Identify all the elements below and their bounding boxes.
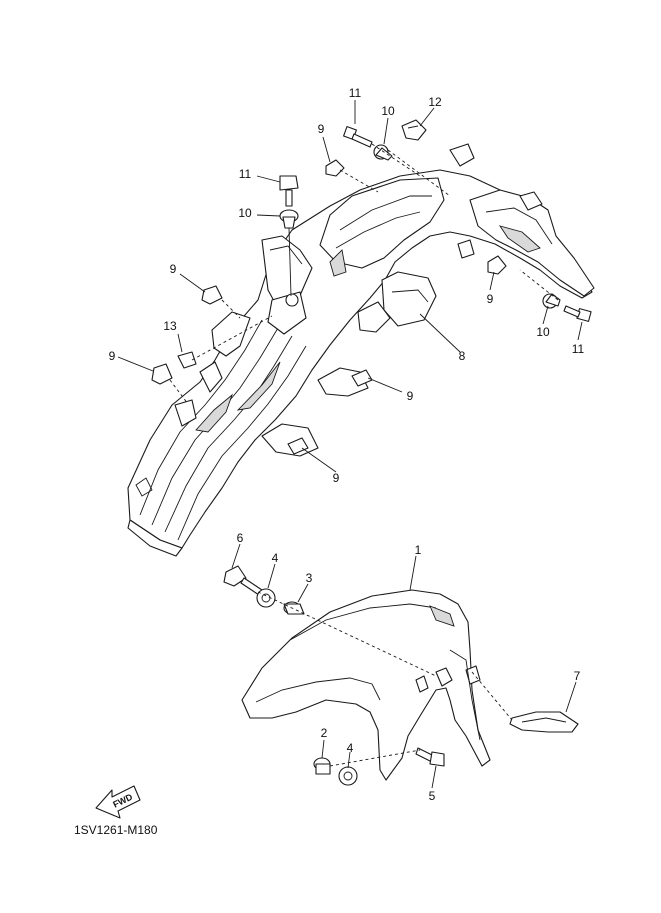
forward-arrow-icon: FWD: [95, 785, 141, 819]
bolt-11-right: [563, 305, 592, 322]
callout-11-right: 11: [572, 342, 585, 356]
damper-4-top: [256, 588, 276, 608]
collar-10-top: [373, 144, 393, 161]
rear-fender: [127, 143, 595, 557]
nut-9-top: [325, 159, 345, 177]
callout-7: 7: [574, 669, 581, 683]
leader-lines: [117, 100, 583, 789]
callout-2: 2: [321, 726, 328, 740]
collar-10-left: [279, 209, 299, 229]
callout-labels: 11 10 12 9 11 10 9 13 9 9 10 11 8 9 9 6 …: [109, 86, 585, 803]
bolt-11-left: [279, 175, 299, 207]
callout-5: 5: [429, 789, 436, 803]
callout-9-right: 9: [487, 292, 494, 306]
clip-12: [401, 119, 427, 141]
bolt-6: [223, 565, 263, 596]
callout-9-mid: 9: [407, 389, 414, 403]
cover-7: [509, 711, 579, 733]
nut-9-left: [201, 285, 223, 305]
callout-3: 3: [306, 571, 313, 585]
callout-4-top: 4: [272, 551, 279, 565]
front-fender: [241, 589, 491, 781]
nut-9-low: [287, 437, 309, 455]
bolt-5: [415, 747, 445, 767]
callout-10-left: 10: [238, 206, 252, 220]
callout-9-farleft: 9: [109, 349, 116, 363]
collar-2: [313, 757, 331, 775]
callout-12: 12: [428, 95, 442, 109]
collar-3: [283, 601, 305, 615]
callout-10-top: 10: [381, 104, 395, 118]
bolt-11-top: [343, 126, 373, 148]
callout-4-bottom: 4: [347, 741, 354, 755]
clip-13: [177, 351, 197, 369]
collar-10-right: [542, 293, 561, 309]
callout-8: 8: [459, 349, 466, 363]
callout-10-right: 10: [536, 325, 550, 339]
callout-1: 1: [415, 543, 422, 557]
callout-9-left: 9: [170, 262, 177, 276]
callout-9-low: 9: [333, 471, 340, 485]
callout-13: 13: [163, 319, 177, 333]
callout-11-top: 11: [349, 86, 362, 100]
callout-9-top: 9: [318, 122, 325, 136]
callout-6: 6: [237, 531, 244, 545]
nut-9-upper-right: [457, 239, 475, 259]
nut-9-farleft: [151, 363, 173, 385]
callout-11-left: 11: [239, 167, 252, 181]
damper-4-bottom: [338, 766, 358, 786]
drawing-code: 1SV1261-M180: [74, 823, 158, 837]
nut-9-right: [487, 255, 507, 275]
